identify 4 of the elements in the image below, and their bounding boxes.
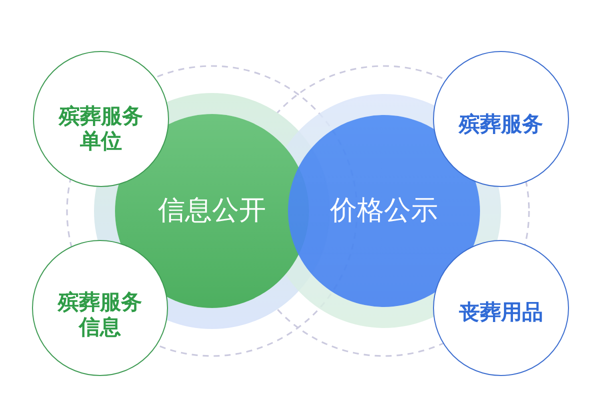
topic-circle: 殡葬服务 — [433, 51, 569, 187]
topic-circle: 殡葬服务信息 — [32, 240, 168, 376]
topic-circle: 殡葬服务单位 — [33, 51, 169, 187]
topic-circle: 丧葬用品 — [433, 240, 569, 376]
